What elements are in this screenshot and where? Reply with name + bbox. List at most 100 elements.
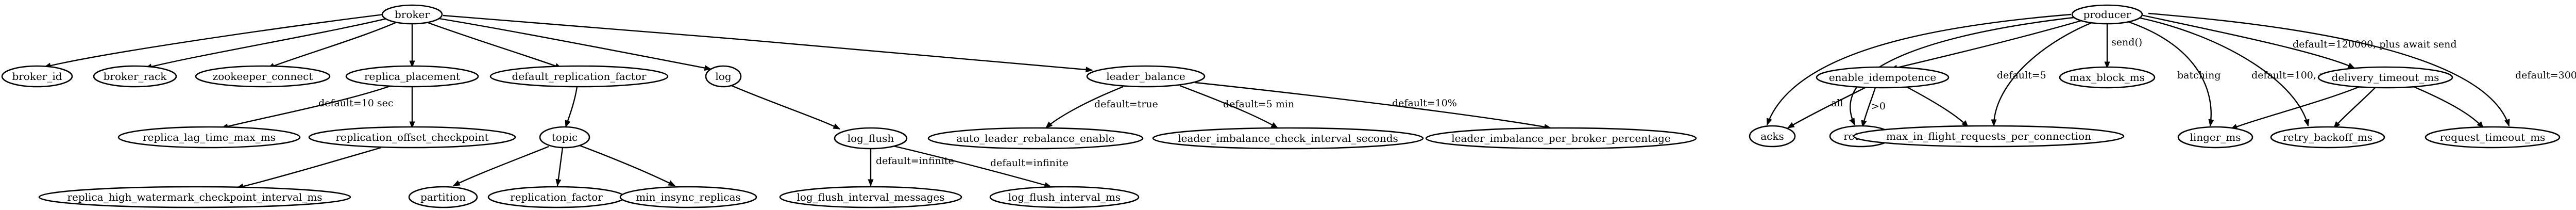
node-leader-balance: leader_balance	[1086, 65, 1206, 88]
svg-text:topic: topic	[552, 131, 578, 143]
edge-producer-delivery	[2143, 14, 2355, 69]
svg-text:log_flush_interval_messages: log_flush_interval_messages	[796, 191, 944, 203]
edge-ei-inflight	[1906, 86, 1969, 128]
node-topic: topic	[539, 126, 590, 149]
edge-broker-broker-id	[43, 12, 397, 69]
node-acks: acks	[1749, 125, 1796, 148]
edge-offset-highwatermark	[236, 147, 382, 189]
node-leader-imbalance-check-interval-seconds: leader_imbalance_check_interval_seconds	[1152, 127, 1424, 150]
node-delivery-timeout-ms: delivery_timeout_ms	[2317, 66, 2453, 89]
node-zookeeper-connect: zookeeper_connect	[195, 65, 331, 88]
svg-text:partition: partition	[420, 191, 466, 203]
edge-producer-acks	[1766, 13, 2072, 126]
edge-drf-topic	[565, 86, 578, 128]
node-request-timeout-ms: request_timeout_ms	[2425, 126, 2561, 149]
node-auto-leader-rebalance-enable: auto_leader_rebalance_enable	[927, 127, 1144, 150]
edge-lb-check	[1179, 85, 1279, 129]
edge-ei-retries	[1861, 87, 1876, 128]
edge-log-logflush	[731, 85, 841, 130]
node-enable-idempotence: enable_idempotence	[1816, 66, 1950, 89]
node-log-flush: log_flush	[834, 127, 908, 150]
node-default-replication-factor: default_replication_factor	[489, 65, 669, 88]
node-replica-lag-time-max-ms: replica_lag_time_max_ms	[117, 126, 301, 149]
svg-text:leader_balance: leader_balance	[1106, 70, 1185, 83]
svg-text:replication_factor: replication_factor	[510, 191, 603, 203]
svg-text:retry_backoff_ms: retry_backoff_ms	[2283, 131, 2372, 143]
edges	[43, 12, 2510, 189]
node-retry-backoff-ms: retry_backoff_ms	[2270, 126, 2385, 149]
edge-label-rp-lag: default=10 sec	[318, 98, 394, 109]
edge-broker-log	[432, 17, 712, 71]
svg-text:log_flush: log_flush	[848, 132, 894, 144]
edge-delivery-linger	[2230, 86, 2360, 130]
edge-broker-zookeeper-connect	[267, 18, 405, 69]
edge-topic-replication-factor	[555, 147, 564, 187]
edge-topic-partition	[452, 146, 549, 187]
node-producer: producer	[2071, 4, 2143, 25]
edge-label-pr-block: send()	[2111, 37, 2142, 48]
node-log-flush-interval-messages: log_flush_interval_messages	[779, 186, 962, 208]
svg-text:log: log	[715, 70, 731, 83]
node-max-in-flight-requests-per-connection: max_in_flight_requests_per_connection	[1853, 125, 2125, 148]
svg-text:replication_offset_checkpoint: replication_offset_checkpoint	[335, 131, 488, 143]
svg-text:log_flush_interval_ms: log_flush_interval_ms	[1008, 191, 1121, 203]
edge-label-ei-retries: >0	[1871, 101, 1886, 112]
svg-text:enable_idempotence: enable_idempotence	[1829, 71, 1936, 84]
edge-label-pr-linger: batching	[2177, 70, 2221, 81]
svg-text:delivery_timeout_ms: delivery_timeout_ms	[2332, 71, 2439, 84]
node-replica-high-watermark-checkpoint-interval-ms: replica_high_watermark_checkpoint_interv…	[38, 186, 351, 208]
node-min-insync-replicas: min_insync_replicas	[619, 186, 757, 208]
svg-text:zookeeper_connect: zookeeper_connect	[213, 70, 313, 83]
svg-text:replica_lag_time_max_ms: replica_lag_time_max_ms	[143, 131, 276, 143]
edge-broker-leader-balance	[443, 14, 1093, 73]
node-replication-offset-checkpoint: replication_offset_checkpoint	[308, 126, 516, 149]
edge-label-lb-auto: default=true	[1094, 99, 1158, 110]
edge-delivery-request	[2411, 85, 2484, 129]
edge-broker-default-replication-factor	[422, 20, 563, 69]
node-replica-placement: replica_placement	[345, 65, 479, 88]
node-broker-rack: broker_rack	[93, 65, 177, 88]
node-broker-id: broker_id	[1, 65, 73, 88]
node-max-block-ms: max_block_ms	[2059, 66, 2156, 89]
node-leader-imbalance-per-broker-percentage: leader_imbalance_per_broker_percentage	[1425, 127, 1697, 150]
svg-text:max_in_flight_requests_per_con: max_in_flight_requests_per_connection	[1886, 130, 2091, 142]
svg-text:broker_rack: broker_rack	[104, 70, 167, 83]
edge-producer-request	[2148, 12, 2510, 127]
edge-label-lf-ms: default=infinite	[990, 157, 1069, 169]
edge-label-ei-acks: all	[1831, 98, 1843, 109]
svg-text:acks: acks	[1760, 130, 1784, 142]
node-partition: partition	[408, 186, 478, 208]
svg-text:replica_placement: replica_placement	[364, 70, 460, 83]
edge-topic-min-insync	[579, 144, 676, 187]
svg-text:max_block_ms: max_block_ms	[2070, 71, 2145, 84]
edge-label-lf-msgs: default=infinite	[876, 155, 954, 167]
node-replication-factor: replication_factor	[487, 186, 625, 208]
edge-label-pr-request: default=30000, in_flight	[2515, 70, 2576, 81]
edge-label-lb-check: default=5 min	[1223, 99, 1294, 110]
edge-delivery-retryb	[2333, 87, 2376, 129]
edge-label-pr-inflight: default=5	[1997, 70, 2046, 81]
edge-producer-retries	[1849, 17, 2074, 126]
edge-producer-retryb	[2138, 17, 2310, 127]
edge-label-lb-pct: default=10%	[1392, 98, 1457, 109]
edge-producer-inflight	[1991, 22, 2092, 127]
edge-broker-broker-rack	[144, 14, 400, 70]
nodes: broker producer broker_id broker_rack zo…	[1, 4, 2561, 208]
svg-text:auto_leader_rebalance_enable: auto_leader_rebalance_enable	[956, 132, 1114, 144]
svg-text:producer: producer	[2083, 8, 2131, 21]
svg-text:linger_ms: linger_ms	[2190, 131, 2241, 143]
svg-text:leader_imbalance_check_interva: leader_imbalance_check_interval_seconds	[1178, 132, 1398, 144]
edge-lb-pct	[1195, 82, 1552, 130]
edge-labels: default=10 sec default=true default=5 mi…	[318, 37, 2576, 169]
edge-logflush-ms	[891, 144, 1052, 188]
svg-text:broker_id: broker_id	[12, 70, 62, 83]
svg-text:min_insync_replicas: min_insync_replicas	[636, 191, 741, 203]
edge-ei-acks	[1787, 87, 1866, 129]
svg-text:broker: broker	[395, 8, 430, 21]
node-broker: broker	[381, 4, 443, 25]
node-linger-ms: linger_ms	[2177, 126, 2253, 149]
svg-text:default_replication_factor: default_replication_factor	[512, 70, 647, 83]
svg-text:leader_imbalance_per_broker_pe: leader_imbalance_per_broker_percentage	[1451, 132, 1671, 144]
edge-lb-auto	[1045, 86, 1124, 128]
